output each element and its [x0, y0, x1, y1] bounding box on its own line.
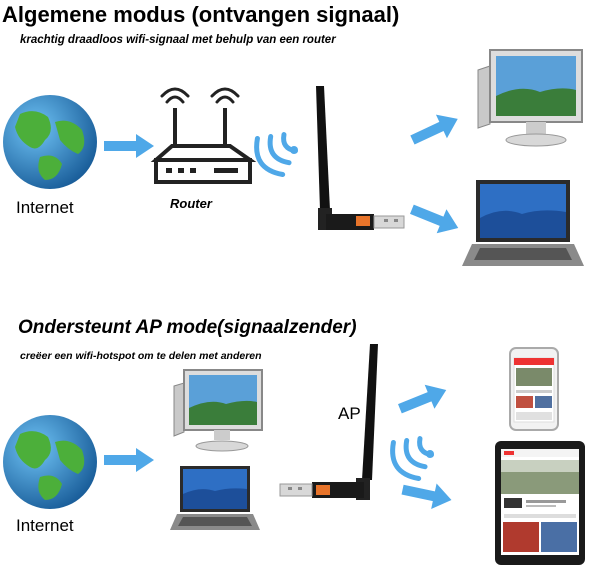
- smartphone-icon: [509, 347, 559, 431]
- usb-wifi-adapter-icon: [316, 86, 405, 230]
- laptop-icon: [170, 466, 260, 530]
- arrow-right-icon: [104, 134, 154, 158]
- globe-icon: [3, 415, 97, 509]
- section1-subtitle: krachtig draadloos wifi-signaal met behu…: [20, 34, 336, 46]
- section1-title: Algemene modus (ontvangen signaal): [2, 2, 400, 27]
- desktop-computer-icon: [477, 49, 583, 147]
- router-label: Router: [170, 196, 212, 211]
- wifi-signal-icon: [254, 132, 298, 178]
- arrow-right-icon: [401, 483, 452, 509]
- ap-label: AP: [338, 404, 361, 423]
- arrow-right-icon: [104, 448, 154, 472]
- globe-icon: [3, 95, 97, 189]
- section2-subtitle: creëer een wifi-hotspot om te delen met …: [20, 350, 262, 362]
- internet-label-1: Internet: [16, 198, 74, 217]
- wifi-signal-icon: [390, 436, 434, 482]
- usb-wifi-adapter-icon: [279, 344, 378, 500]
- laptop-icon: [462, 180, 584, 266]
- section2-title: Ondersteunt AP mode(signaalzender): [18, 317, 357, 338]
- arrow-up-right-icon: [398, 384, 447, 414]
- tablet-icon: [495, 441, 585, 565]
- router-icon: [150, 87, 257, 184]
- arrow-down-right-icon: [410, 204, 459, 234]
- internet-label-2: Internet: [16, 516, 74, 535]
- desktop-computer-icon: [173, 369, 263, 452]
- arrow-up-right-icon: [410, 114, 458, 145]
